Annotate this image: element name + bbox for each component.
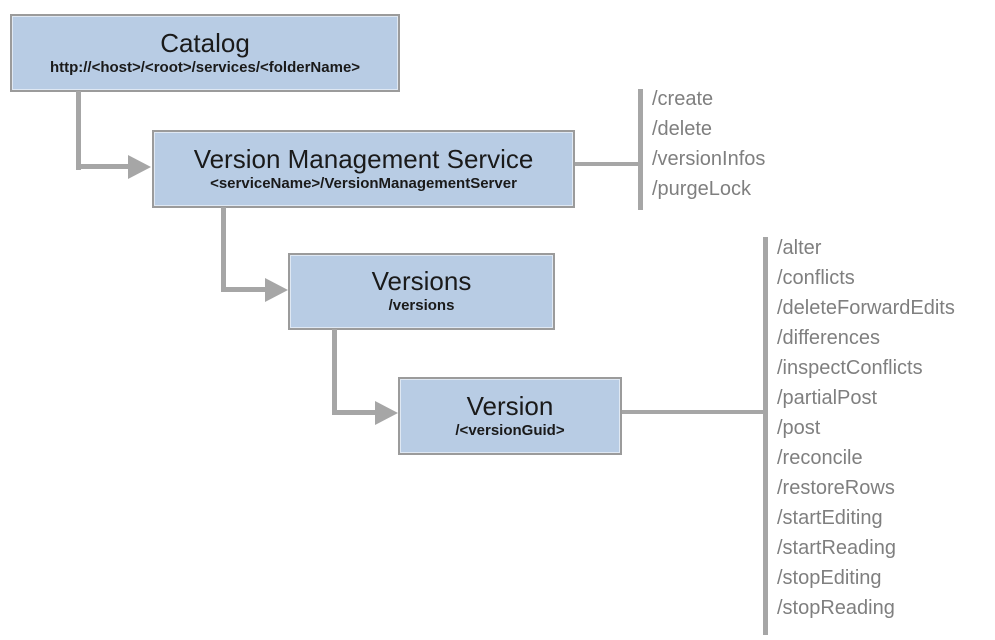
- bracket-version-operations-horizontal: [622, 410, 763, 414]
- operation-item: /differences: [777, 327, 881, 349]
- node-version-url: /<versionGuid>: [455, 421, 565, 439]
- vms-operations-list: /create/delete/versionInfos/purgeLock: [652, 84, 765, 204]
- connector-versions-version-vertical: [332, 329, 337, 415]
- operation-item: /delete: [652, 118, 713, 140]
- arrowhead-icon: [128, 155, 151, 179]
- version-operations-list: /alter/conflicts/deleteForwardEdits/diff…: [777, 233, 955, 623]
- operation-item: /inspectConflicts: [777, 357, 923, 379]
- arrowhead-icon: [265, 278, 288, 302]
- operation-item: /deleteForwardEdits: [777, 297, 955, 319]
- node-version-management-service: Version Management Service <serviceName>…: [152, 130, 575, 208]
- node-catalog: Catalog http://<host>/<root>/services/<f…: [10, 14, 400, 92]
- operation-item: /startReading: [777, 537, 896, 559]
- bracket-version-operations-bar: [763, 237, 768, 635]
- operation-item: /post: [777, 417, 821, 439]
- operation-item: /versionInfos: [652, 148, 766, 170]
- connector-catalog-vms-horizontal: [76, 164, 128, 169]
- node-catalog-title: Catalog: [160, 27, 250, 58]
- operation-item: /reconcile: [777, 447, 863, 469]
- node-versions-url: /versions: [388, 297, 455, 315]
- arrowhead-icon: [375, 401, 398, 425]
- operation-item: /create: [652, 88, 714, 110]
- operation-item: /alter: [777, 237, 822, 259]
- node-vms-url: <serviceName>/VersionManagementServer: [210, 174, 517, 192]
- node-versions: Versions /versions: [288, 253, 555, 330]
- node-vms-title: Version Management Service: [193, 143, 534, 174]
- node-version: Version /<versionGuid>: [398, 377, 622, 455]
- connector-vms-versions-horizontal: [221, 287, 267, 292]
- operation-item: /startEditing: [777, 507, 883, 529]
- node-versions-title: Versions: [371, 266, 472, 297]
- node-version-title: Version: [466, 390, 554, 421]
- bracket-vms-operations-horizontal: [575, 162, 638, 166]
- bracket-vms-operations-bar: [638, 89, 643, 210]
- node-catalog-url: http://<host>/<root>/services/<folderNam…: [49, 58, 361, 76]
- operation-item: /partialPost: [777, 387, 878, 409]
- operation-item: /stopReading: [777, 597, 895, 619]
- connector-catalog-vms-vertical: [76, 91, 81, 170]
- operation-item: /stopEditing: [777, 567, 882, 589]
- operation-item: /conflicts: [777, 267, 855, 289]
- operation-item: /purgeLock: [652, 178, 751, 200]
- connector-vms-versions-vertical: [221, 207, 226, 292]
- connector-versions-version-horizontal: [332, 410, 377, 415]
- operation-item: /restoreRows: [777, 477, 895, 499]
